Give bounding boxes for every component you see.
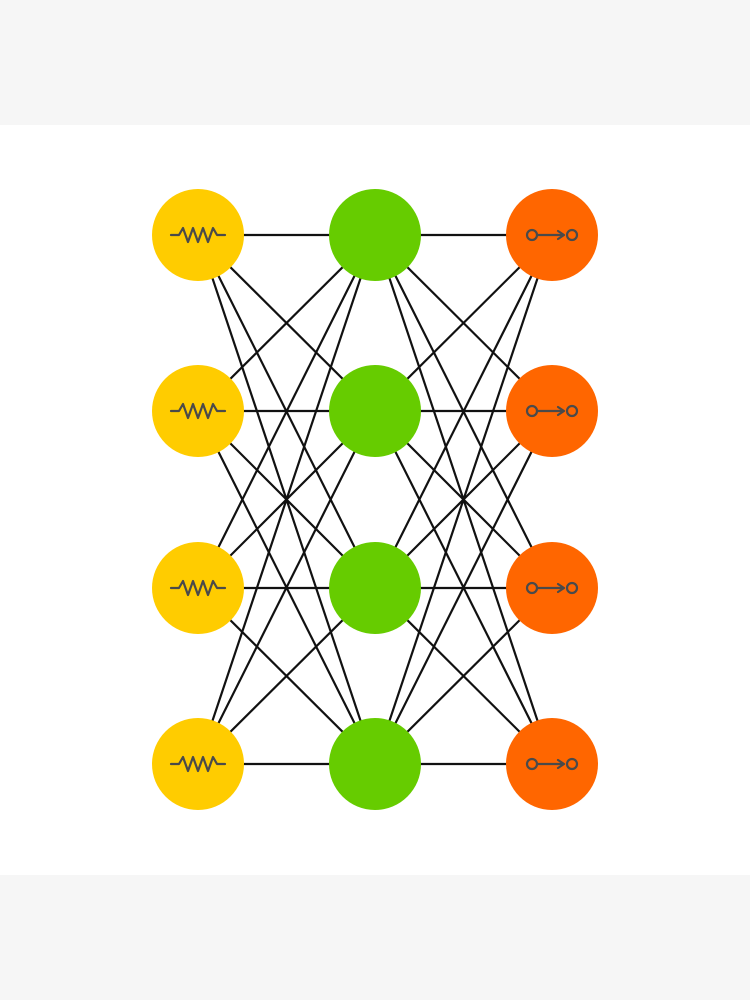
switch-icon (525, 228, 579, 242)
input-node-circle (152, 718, 244, 810)
switch-icon (525, 757, 579, 771)
resistor-icon (169, 755, 227, 773)
output-node-1 (506, 189, 598, 281)
switch-icon (525, 581, 579, 595)
input-node-1 (152, 189, 244, 281)
top-band (0, 0, 750, 125)
hidden-node-4 (329, 718, 421, 810)
nodes-group (152, 189, 598, 810)
input-node-2 (152, 365, 244, 457)
edges-group (196, 233, 554, 766)
hidden-node-1 (329, 189, 421, 281)
bottom-band (0, 875, 750, 1000)
hidden-node-circle (329, 542, 421, 634)
input-node-4 (152, 718, 244, 810)
edge-input-4-to-hidden-1 (196, 234, 377, 765)
output-node-4 (506, 718, 598, 810)
edge-input-3-to-hidden-1 (197, 234, 376, 589)
resistor-icon (169, 579, 227, 597)
hidden-node-3 (329, 542, 421, 634)
edge-hidden-4-to-output-2 (374, 410, 553, 765)
input-node-circle (152, 542, 244, 634)
resistor-icon (169, 226, 227, 244)
edge-hidden-4-to-output-1 (373, 234, 554, 765)
output-node-3 (506, 542, 598, 634)
hidden-node-circle (329, 365, 421, 457)
hidden-node-circle (329, 189, 421, 281)
edge-hidden-3-to-output-1 (374, 234, 553, 589)
input-node-circle (152, 365, 244, 457)
input-node-circle (152, 189, 244, 281)
input-node-3 (152, 542, 244, 634)
switch-icon (525, 404, 579, 418)
edge-input-4-to-hidden-2 (197, 410, 376, 765)
hidden-node-2 (329, 365, 421, 457)
hidden-node-circle (329, 718, 421, 810)
resistor-icon (169, 402, 227, 420)
output-node-2 (506, 365, 598, 457)
